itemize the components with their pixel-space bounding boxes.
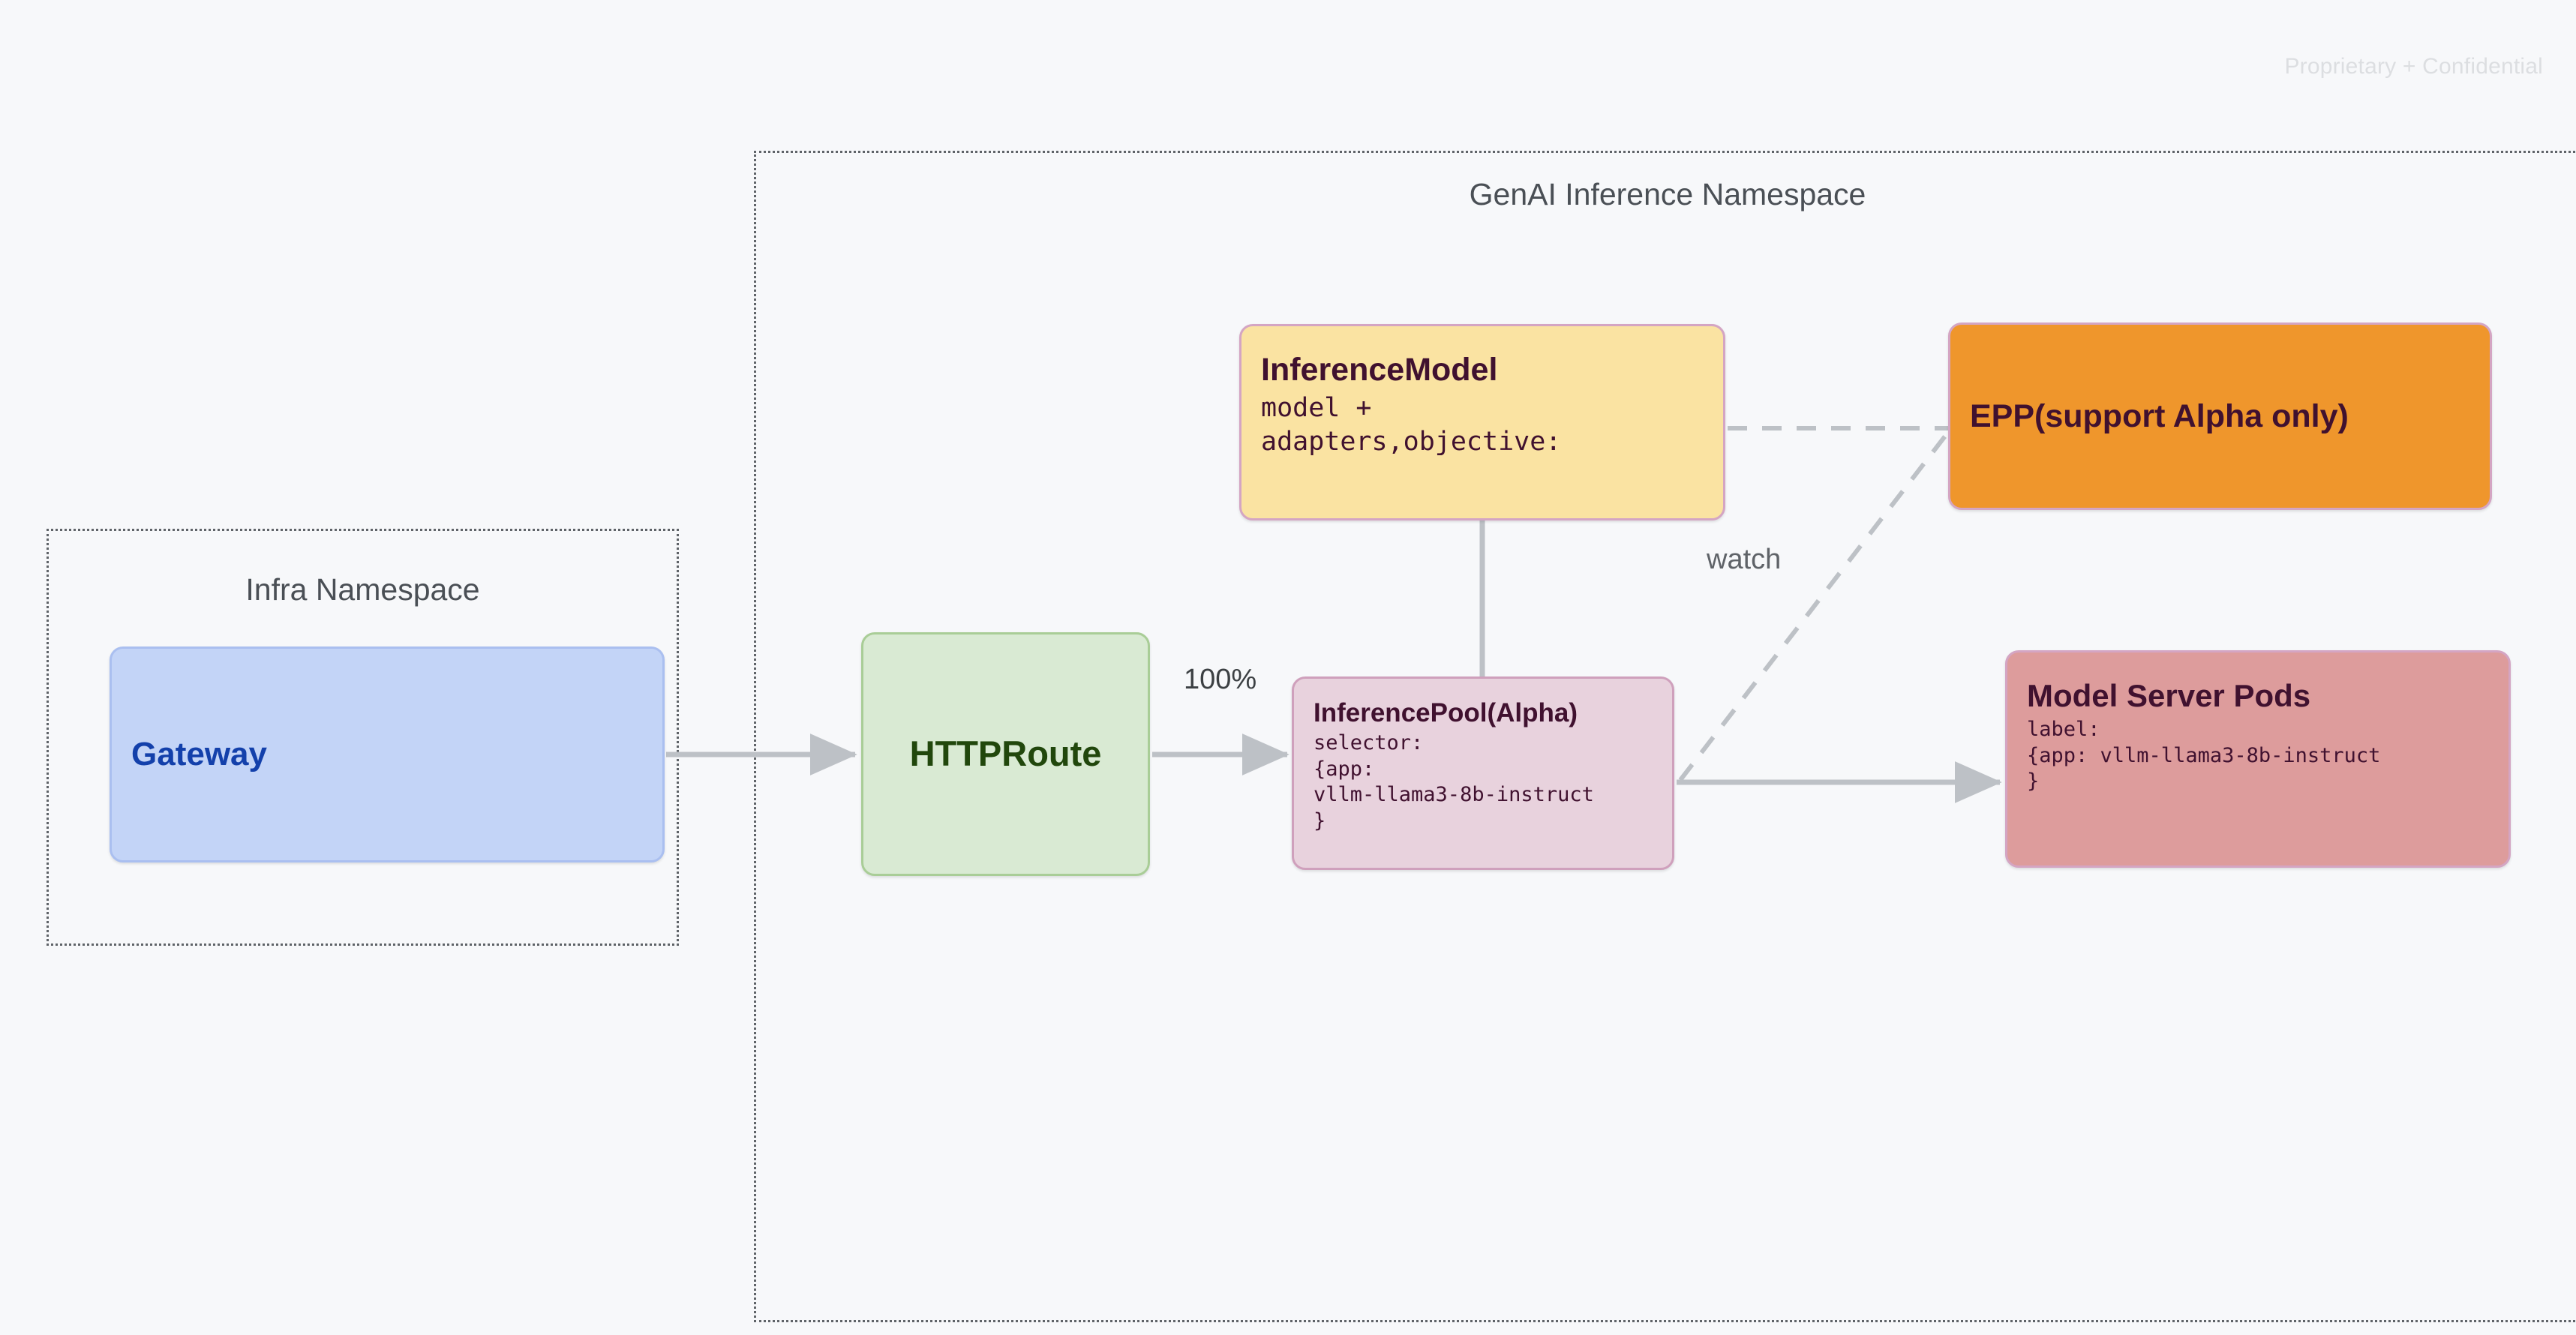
node-inferencepool[interactable]: InferencePool(Alpha) selector: {app: vll…	[1292, 676, 1674, 870]
node-epp-title: EPP(support Alpha only)	[1970, 398, 2349, 434]
confidentiality-watermark: Proprietary + Confidential	[2284, 54, 2543, 79]
namespace-genai-inference: GenAI Inference Namespace	[754, 151, 2576, 1322]
node-httproute[interactable]: HTTPRoute	[861, 632, 1150, 876]
node-inferencepool-title: InferencePool(Alpha)	[1314, 698, 1578, 728]
namespace-infra-title: Infra Namespace	[245, 572, 480, 607]
node-model-server-pods-title: Model Server Pods	[2027, 678, 2311, 713]
node-httproute-title: HTTPRoute	[909, 734, 1102, 774]
node-inferencemodel-title: InferenceModel	[1261, 352, 1498, 388]
node-gateway[interactable]: Gateway	[110, 646, 665, 862]
edge-label-watch: watch	[1707, 544, 1782, 575]
footer-logo-mark	[2404, 1328, 2576, 1335]
node-model-server-pods-spec: label: {app: vllm-llama3-8b-instruct }	[2027, 718, 2381, 794]
node-inferencemodel-spec: model + adapters,objective:	[1261, 393, 1562, 457]
node-model-server-pods[interactable]: Model Server Pods label: {app: vllm-llam…	[2005, 650, 2511, 868]
namespace-infra: Infra Namespace	[47, 529, 679, 946]
namespace-genai-inference-title: GenAI Inference Namespace	[1469, 177, 1866, 212]
node-inferencepool-spec: selector: {app: vllm-llama3-8b-instruct …	[1314, 731, 1594, 832]
node-gateway-title: Gateway	[131, 736, 267, 773]
node-epp[interactable]: EPP(support Alpha only)	[1948, 322, 2492, 510]
edge-label-traffic-weight: 100%	[1184, 664, 1257, 695]
node-inferencemodel[interactable]: InferenceModel model + adapters,objectiv…	[1239, 324, 1725, 520]
